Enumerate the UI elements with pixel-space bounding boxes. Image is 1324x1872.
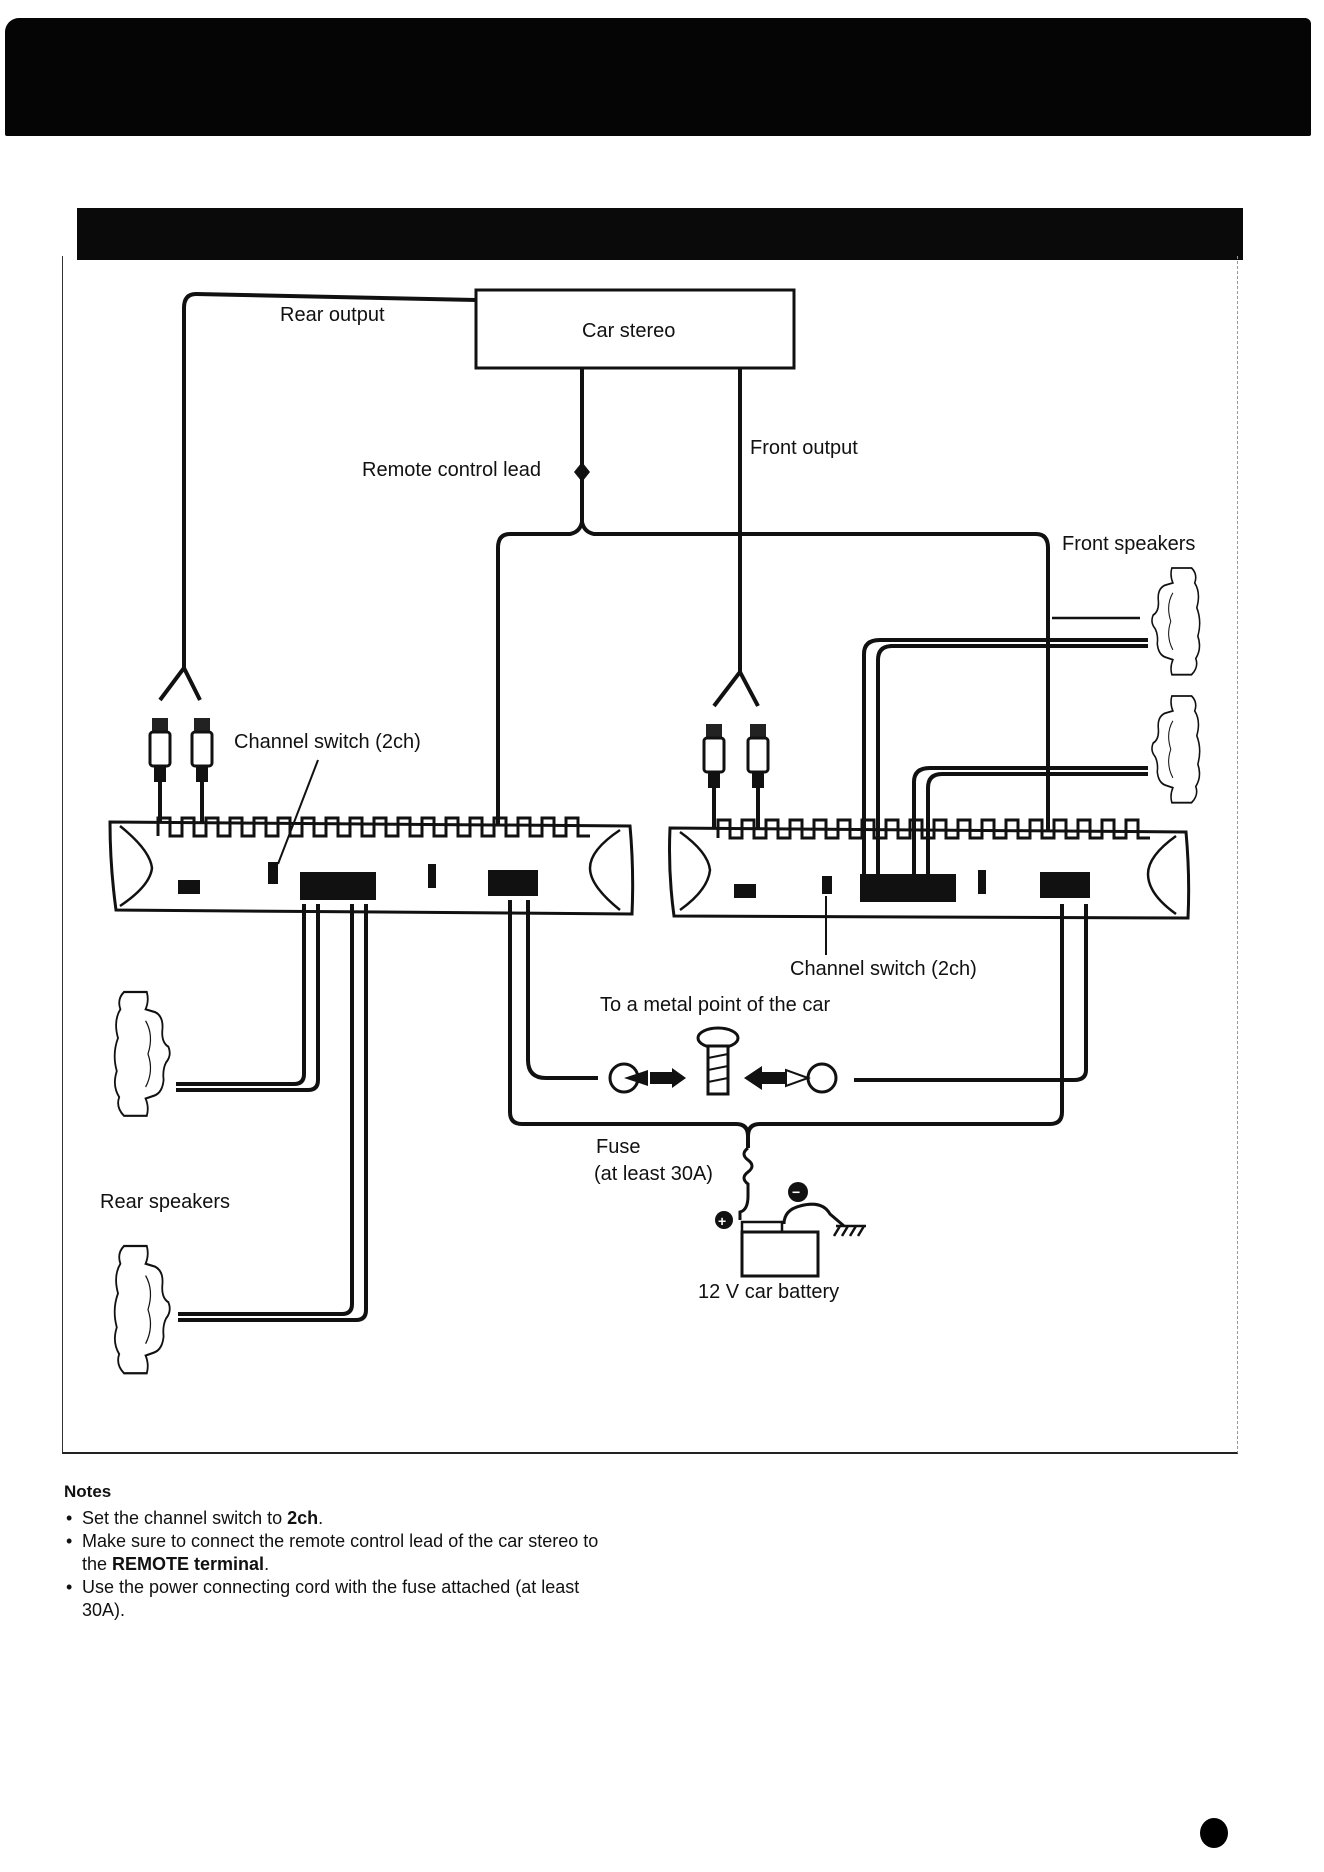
rear-speaker-upper	[113, 990, 171, 1117]
front-rca-plug-left	[702, 722, 726, 790]
car-stereo-label: Car stereo	[582, 320, 675, 342]
notes-title: Notes	[64, 1482, 112, 1501]
channel-switch-left-label: Channel switch (2ch)	[234, 731, 421, 753]
rear-output-label: Rear output	[280, 304, 385, 326]
rear-rca-plug-left	[148, 716, 172, 784]
front-speaker-wires	[862, 638, 1148, 880]
battery-label: 12 V car battery	[698, 1281, 839, 1303]
channel-switch-left-pointer	[277, 759, 319, 865]
note-item: Make sure to connect the remote control …	[64, 1530, 624, 1576]
diagram-frame	[62, 256, 1238, 1454]
rear-speaker-lower	[113, 1244, 171, 1375]
left-amplifier	[108, 816, 635, 916]
front-rca-plug-right	[746, 722, 770, 790]
left-ground-wire	[526, 900, 598, 1080]
battery-minus-sign: −	[792, 1184, 800, 1200]
right-ring-terminal	[744, 1062, 838, 1094]
right-ground-wire	[854, 904, 1088, 1082]
rear-rca-plug-right	[190, 716, 214, 784]
section-header-bar	[77, 208, 1243, 260]
rear-speakers-label: Rear speakers	[100, 1191, 230, 1213]
note-item: Use the power connecting cord with the f…	[64, 1576, 624, 1622]
battery-plus-sign: +	[718, 1213, 726, 1229]
notes-section: Notes Set the channel switch to 2ch. Mak…	[64, 1480, 624, 1622]
left-ring-terminal	[608, 1062, 686, 1094]
fuse-symbol	[738, 1146, 754, 1220]
ground-symbol-icon	[832, 1224, 866, 1237]
front-speakers-label: Front speakers	[1062, 533, 1195, 555]
car-battery	[740, 1220, 820, 1278]
battery-minus-icon	[788, 1182, 808, 1202]
battery-ground-wire	[782, 1202, 845, 1228]
fuse-label: Fuse	[596, 1136, 640, 1158]
channel-switch-right-label: Channel switch (2ch)	[790, 958, 977, 980]
power-wire	[508, 900, 1064, 1148]
note-item: Set the channel switch to 2ch.	[64, 1507, 624, 1530]
remote-control-lead-label: Remote control lead	[362, 459, 541, 481]
battery-plus-icon	[715, 1211, 733, 1229]
front-output-label: Front output	[750, 437, 858, 459]
page-number-badge	[1200, 1818, 1228, 1848]
remote-lead-connector	[574, 462, 590, 482]
remote-control-lead	[496, 368, 1050, 836]
rear-output-cable	[158, 291, 477, 702]
car-stereo-box	[474, 288, 796, 370]
metal-point-label: To a metal point of the car	[600, 994, 830, 1016]
rear-speaker-wires	[176, 904, 368, 1322]
fuse-rating-label: (at least 30A)	[594, 1163, 713, 1185]
ground-bolt	[696, 1026, 740, 1096]
header-bar	[5, 18, 1311, 136]
notes-list: Set the channel switch to 2ch. Make sure…	[64, 1507, 624, 1622]
front-speaker-lower	[1151, 695, 1201, 804]
front-speaker-upper	[1151, 567, 1201, 676]
front-output-cable	[712, 368, 760, 708]
